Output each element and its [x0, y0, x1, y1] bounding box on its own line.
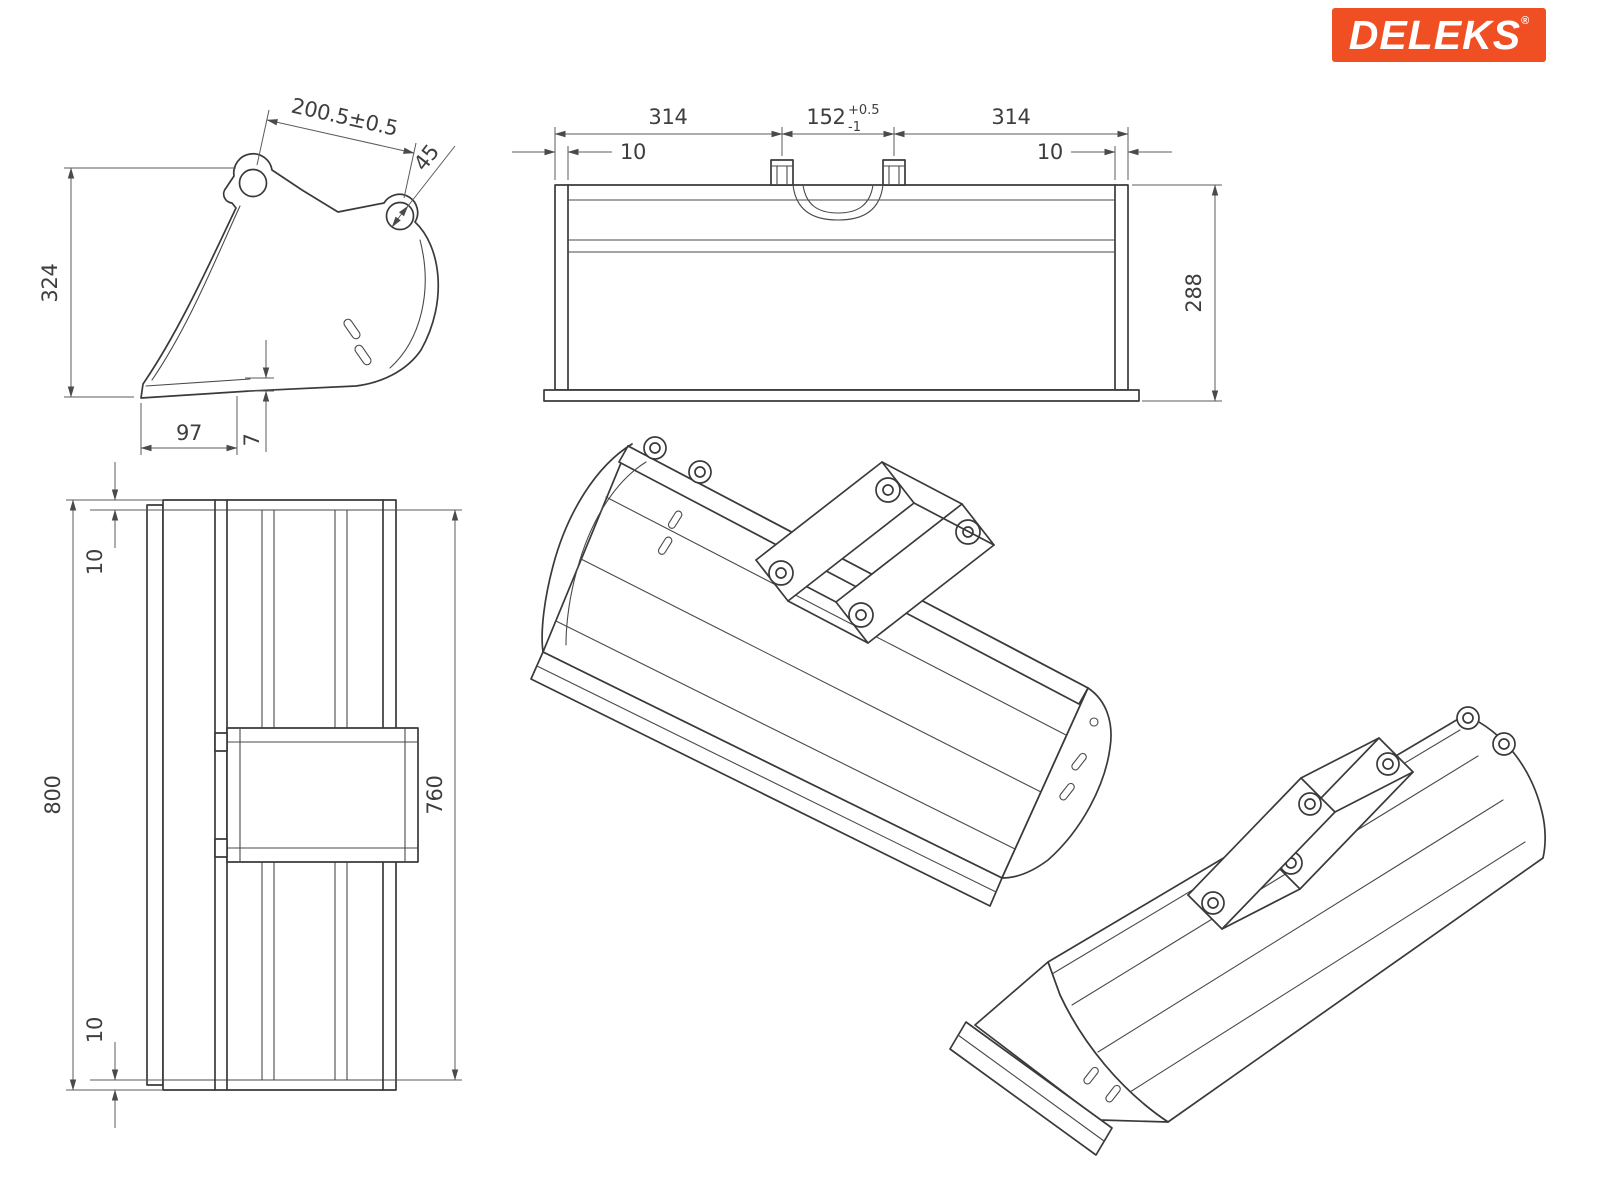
dim-front-height: 288 [1132, 184, 1222, 402]
coupler-bracket-front [770, 159, 906, 221]
pin-hole-front [238, 168, 268, 198]
iso-main-slot-2 [657, 536, 673, 555]
iso2-bracket-near-plate [1187, 777, 1336, 930]
dim-label-blade-length: 97 [176, 421, 202, 445]
dim-plan-top-flange: 10 [83, 462, 163, 575]
logo-text: DELEKS [1348, 11, 1522, 58]
coupler-bracket-iso-main [755, 461, 995, 644]
bucket-front-blade [543, 389, 1140, 402]
side-slot-2 [354, 344, 372, 366]
iso2-left-end-plate [974, 961, 1169, 1123]
dim-label-pin-distance: 200.5±0.5 [289, 94, 400, 141]
dim-front-left-wall: 10 [512, 140, 646, 180]
iso-main-right-end-plate [1001, 687, 1112, 879]
iso2-slot-2 [1105, 1084, 1121, 1103]
bucket-side-outline [140, 152, 440, 399]
iso-main-slot-4 [1059, 782, 1075, 801]
side-slot-1 [343, 318, 361, 340]
front-view: 314 152 +0.5 -1 314 10 10 [512, 103, 1222, 402]
coupler-bracket-plan [214, 727, 419, 863]
iso-main-left-end-plate [541, 443, 633, 653]
dim-label-front-center-tol-minus: -1 [848, 120, 861, 135]
plan-blade-strip [146, 504, 164, 1086]
iso2-slot-1 [1083, 1066, 1099, 1085]
dim-plan-bottom-flange: 10 [83, 1017, 163, 1128]
logo-registered-mark: ® [1521, 15, 1530, 27]
dim-plan-inner: 760 [396, 509, 462, 1081]
iso2-shell [1047, 714, 1546, 1123]
dim-label-side-height: 324 [38, 263, 62, 302]
dim-label-pin-offset: 45 [409, 140, 444, 175]
dim-label-front-left-wall: 10 [620, 140, 646, 164]
dim-label-plan-bottom-flange: 10 [83, 1017, 107, 1043]
iso2-lug-ear-2 [1492, 732, 1516, 756]
dim-label-plan-inner: 760 [423, 775, 447, 814]
bucket-front-body [554, 184, 1129, 391]
iso-main-slot-3 [1071, 752, 1087, 771]
dim-label-front-right-wall: 10 [1037, 140, 1063, 164]
dim-label-front-right: 314 [991, 105, 1030, 129]
dim-front-sections: 314 152 +0.5 -1 314 [554, 103, 1129, 180]
isometric-view-main [530, 436, 1112, 907]
dim-front-right-wall: 10 [1037, 140, 1172, 180]
deleks-logo: DELEKS ® [1332, 8, 1546, 62]
side-profile-view: 200.5±0.5 45 324 97 [38, 94, 456, 455]
dim-label-front-left: 314 [648, 105, 687, 129]
dim-side-blade-thickness: 7 [240, 340, 274, 452]
dim-label-plan-top-flange: 10 [83, 549, 107, 575]
dim-label-blade-thickness: 7 [240, 433, 264, 446]
dim-label-front-height: 288 [1182, 273, 1206, 312]
pin-hole-rear [385, 201, 415, 231]
isometric-view-secondary [949, 706, 1546, 1156]
iso2-lug-ear-1 [1456, 706, 1480, 730]
dim-side-pin-offset: 45 [391, 140, 456, 228]
plan-view: 800 10 10 760 [41, 462, 462, 1128]
dim-label-front-center: 152 [806, 105, 845, 129]
iso-main-lug-ear-2 [688, 460, 712, 484]
dim-label-plan-overall: 800 [41, 775, 65, 814]
dim-label-front-center-tol-plus: +0.5 [848, 103, 880, 118]
iso-main-bracket-near-plate [755, 461, 915, 602]
iso-main-rim [618, 445, 1089, 705]
dim-side-height: 324 [38, 167, 236, 398]
dim-plan-overall: 800 [41, 499, 163, 1091]
coupler-bracket-iso2 [1187, 737, 1414, 930]
dim-side-blade-length: 97 [140, 396, 238, 455]
iso-main-slot-1 [667, 510, 683, 529]
iso-main-lug-ear-1 [643, 436, 667, 460]
